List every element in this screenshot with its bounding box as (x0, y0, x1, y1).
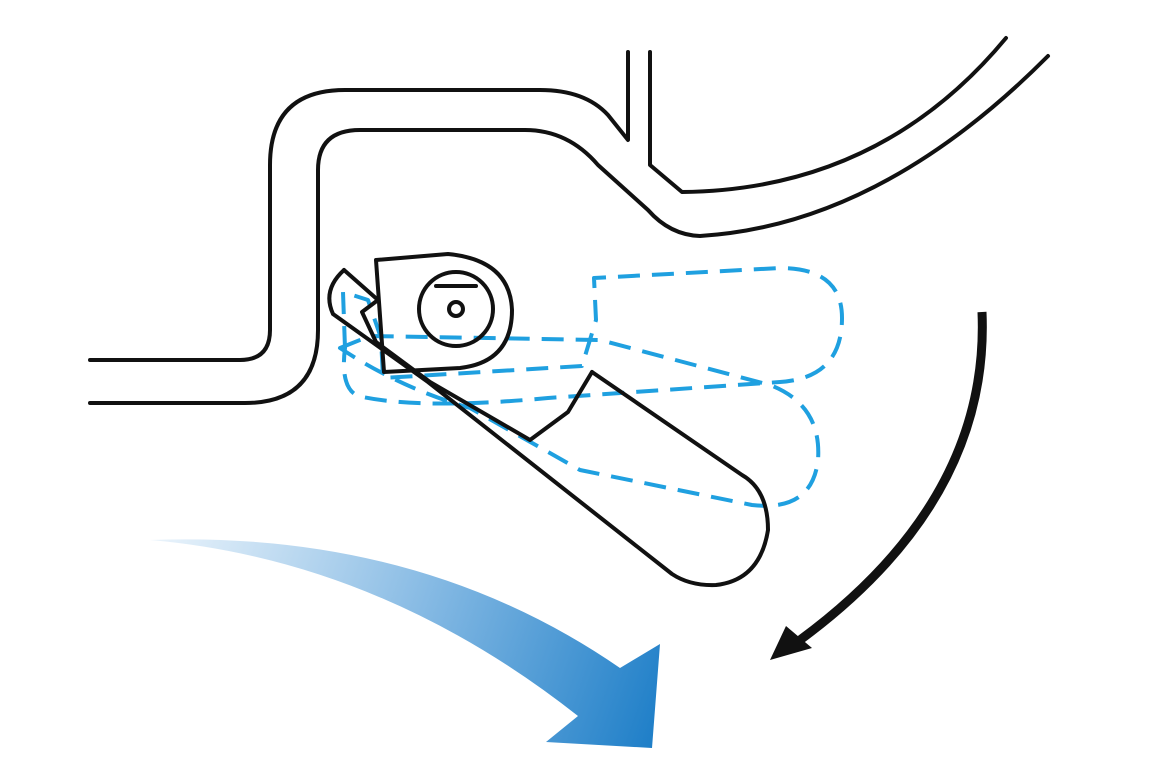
rotation-arrow-head-icon (770, 626, 812, 660)
pivot-bolt-hole (447, 300, 465, 318)
frame-channel (88, 36, 1050, 405)
motion-arrow-shape (150, 539, 660, 748)
rotation-arrow-shaft (797, 311, 987, 644)
lever-arm-previous-2 (338, 334, 821, 508)
frame-step-line (648, 36, 1008, 194)
lever-arm-previous-1 (341, 266, 844, 406)
lever-previous-positions (338, 266, 844, 508)
rotation-arrow (770, 311, 987, 660)
frame-outer-line (88, 50, 630, 362)
pivot-bolt (417, 270, 495, 348)
lever-notch (342, 268, 594, 442)
motion-arrow (150, 539, 660, 748)
lever-current (327, 252, 770, 588)
lever-arm-current (327, 268, 770, 588)
pivot-bracket (374, 252, 514, 374)
frame-inner-line (88, 54, 1050, 405)
